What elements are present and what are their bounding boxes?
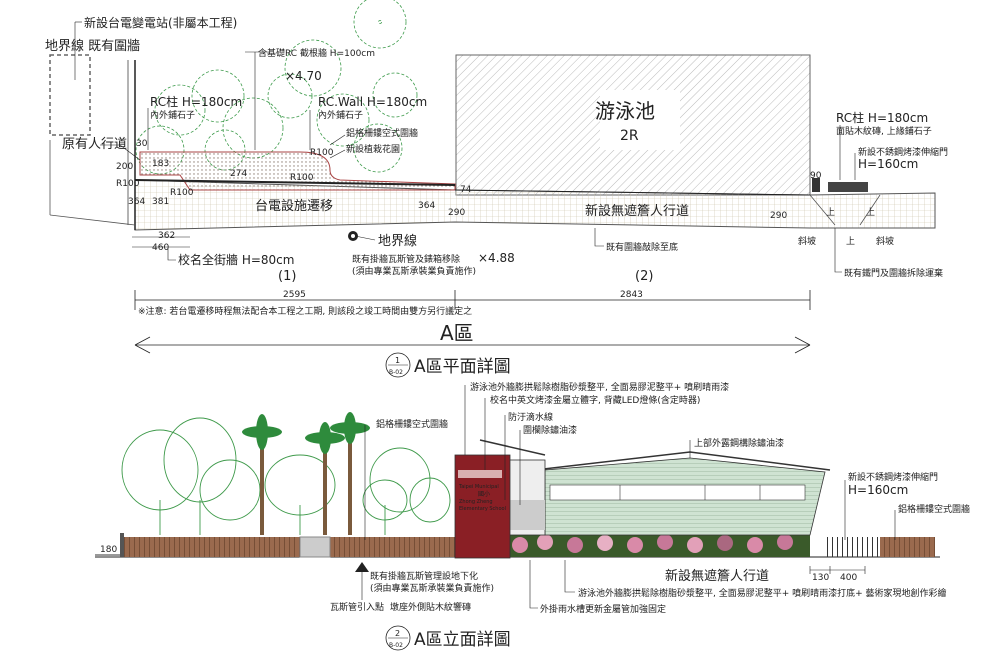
dim-90: 90 xyxy=(810,171,822,181)
spacing-b: ×4.88 xyxy=(478,251,515,265)
gas-removal-label: 既有掛牆瓦斯管及錶箱移除 xyxy=(352,253,460,265)
elev-sheet: B-02 xyxy=(389,642,403,649)
dim-2595: 2595 xyxy=(283,290,306,300)
plan-sheet: B-02 xyxy=(389,369,403,376)
gutter-label: 外掛雨水槽更新金屬管加強固定 xyxy=(540,603,666,615)
railing-paint-label: 圍欄除鏽油漆 xyxy=(523,424,577,436)
elevation-trees xyxy=(121,417,451,535)
elev-steel-door: 新設不銹鋼烤漆伸縮門 xyxy=(848,471,938,483)
dim-180: 180 xyxy=(100,545,117,555)
zone-1: (1) xyxy=(278,269,296,284)
pool-code: 2R xyxy=(620,128,639,144)
elev-number: 2 xyxy=(395,629,400,638)
rc-wall-2-sub: 內外鋪石子 xyxy=(318,109,363,121)
rc-wall-2-label: RC.Wall H=180cm xyxy=(318,95,427,109)
steel-door-label: 新設不銹鋼烤漆伸縮門 xyxy=(858,146,948,158)
gas-removal-sub: (須由專業瓦斯承裝業負責施作) xyxy=(352,265,476,277)
elevation-labels: 游泳池外牆膨拱鬆除樹脂砂漿整平, 全面易膠泥整平+ 噴刷晴雨漆 校名中英文烤漆金… xyxy=(100,381,970,651)
up-a: 上 xyxy=(826,207,835,218)
elevation-palms xyxy=(242,412,370,535)
pool-mural-label: 游泳池外牆膨拱鬆除樹脂砂漿整平, 全面易膠泥整平+ 噴刷晴雨漆打底+ 藝術家現地… xyxy=(578,587,947,599)
existing-sidewalk-label: 原有人行道 xyxy=(62,137,127,152)
school-wall-label: 校名全街牆 H=80cm xyxy=(178,252,294,267)
elev-title: A區立面詳圖 xyxy=(414,630,511,650)
boundary-line-label: 地界線 xyxy=(378,233,417,249)
sign-en-1: Taipei Municipal xyxy=(458,484,499,490)
dim-290a: 290 xyxy=(448,208,465,218)
dim-183: 183 xyxy=(152,159,169,169)
dim-290b: 290 xyxy=(770,211,787,221)
plan-labels: 新設台電變電站(非屬本工程) 地界線 既有圍牆 含基礎RC 截根牆 H=100c… xyxy=(45,15,948,378)
up-b: 上 xyxy=(866,207,875,218)
slope-a: 斜坡 xyxy=(798,235,816,247)
dim-364a: 364 xyxy=(128,197,145,207)
substation-outline xyxy=(49,54,91,136)
dim-400: 400 xyxy=(840,573,857,583)
steel-door-h: H=160cm xyxy=(858,157,918,171)
elev-new-walkway: 新設無遮簷人行道 xyxy=(665,568,769,584)
gas-entry-label: 瓦斯管引入點 xyxy=(330,601,384,613)
mural-art xyxy=(512,534,793,553)
elevation-view xyxy=(95,385,940,609)
sign-zh: 國小 xyxy=(478,490,490,498)
plan-note: ※注意: 若台電遷移時程無法配合本工程之工期, 則該段之竣工時間由雙方另行議定之 xyxy=(138,305,472,317)
iron-gate-label: 既有鐵門及圍牆拆除運棄 xyxy=(844,267,943,279)
dim-200: 200 xyxy=(116,162,133,172)
sign-en-3: Elementary School xyxy=(459,506,506,512)
dim-274: 274 xyxy=(230,169,247,179)
dim-460: 460 xyxy=(152,243,169,253)
pool-paint-label: 游泳池外牆膨拱鬆除樹脂砂漿整平, 全面易膠泥整平+ 噴刷晴雨漆 xyxy=(470,381,729,393)
new-walkway-label: 新設無遮簷人行道 xyxy=(585,203,689,219)
spacing-a: ×4.70 xyxy=(285,69,322,83)
aluminum-fence-right: 鋁格柵鏤空式圍牆 xyxy=(898,503,970,515)
dim-130: 130 xyxy=(812,573,829,583)
r100-d: R100 xyxy=(170,188,194,198)
aluminum-fence-label: 鋁格柵鏤空式圍牆 xyxy=(346,127,418,139)
boundary-wall-label: 地界線 既有圍牆 xyxy=(45,38,140,54)
r100-b: R100 xyxy=(290,173,314,183)
elev-steel-door-h: H=160cm xyxy=(848,483,908,497)
dim-362: 362 xyxy=(158,231,175,241)
rc-column-right: RC柱 H=180cm xyxy=(836,110,928,125)
rc-column-label: RC柱 H=180cm xyxy=(150,94,242,109)
slope-b: 斜坡 xyxy=(876,235,894,247)
dim-2843: 2843 xyxy=(620,290,643,300)
plan-number: 1 xyxy=(395,356,400,365)
school-sign-label: 校名中英文烤漆金屬立體字, 背藏LED燈條(含定時器) xyxy=(490,394,700,406)
base-tile-label: 墩座外側貼木紋響磚 xyxy=(390,601,471,613)
dim-74: 74 xyxy=(460,185,472,195)
relocation-label: 台電設施遷移 xyxy=(255,198,333,214)
r100-a: R100 xyxy=(310,148,334,158)
plan-view xyxy=(49,0,936,354)
drip-edge-label: 防汙滴水線 xyxy=(508,411,553,423)
r100-c: R100 xyxy=(116,179,140,189)
zone-2: (2) xyxy=(635,269,653,284)
dim-364b: 364 xyxy=(418,201,435,211)
dim-30: 30 xyxy=(136,139,148,149)
dim-381: 381 xyxy=(152,197,169,207)
wood-fence-left xyxy=(120,537,455,557)
remove-wall-label: 既有圍牆敲除至底 xyxy=(606,241,678,253)
pool-title: 游泳池 xyxy=(595,99,655,123)
rc-column-right-sub: 面貼木紋磚, 上緣鋪石子 xyxy=(836,125,932,137)
gas-pipe-sub: (須由專業瓦斯承裝業負責施作) xyxy=(370,582,494,594)
sign-en-2: Zhong Zheng xyxy=(459,499,493,505)
elev-title-badge: 2 B-02 xyxy=(385,625,411,651)
rc-wall-label: 含基礎RC 截根牆 H=100cm xyxy=(258,47,375,59)
aluminum-fence-left: 鋁格柵鏤空式圍牆 xyxy=(376,418,448,430)
plan-title-badge: 1 B-02 xyxy=(385,352,411,378)
upper-steel-label: 上部外露鋼構除鏽油漆 xyxy=(694,437,784,449)
new-planter-label: 新設植栽花園 xyxy=(346,143,400,155)
substation-label: 新設台電變電站(非屬本工程) xyxy=(84,15,237,30)
rc-column-sub: 內外鋪石子 xyxy=(150,109,195,121)
plan-title: A區平面詳圖 xyxy=(414,357,511,377)
gas-pipe-label: 既有掛牆瓦斯管理設地下化 xyxy=(370,570,478,582)
zone-label: A區 xyxy=(440,321,474,345)
up-c: 上 xyxy=(846,236,855,247)
